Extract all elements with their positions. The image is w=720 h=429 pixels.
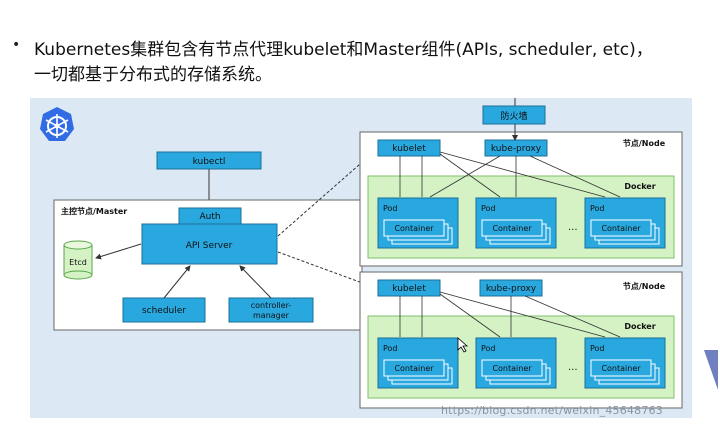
node-1-pod-1-container: Container (394, 224, 434, 233)
node-2-pod-1-container: Container (394, 364, 434, 373)
scheduler-label: scheduler (142, 306, 186, 316)
api-server-label: API Server (186, 241, 233, 251)
description-line-1: Kubernetes集群包含有节点代理kubelet和Master组件(APIs… (34, 40, 653, 60)
controller-label-2: manager (253, 311, 290, 320)
node-2-ellipsis: ... (568, 362, 578, 373)
node-1-kubelet-label: kubelet (392, 144, 426, 154)
node-1-pod-1-label: Pod (383, 204, 398, 213)
node-2-pod-1 (377, 337, 459, 389)
node-2-label: 节点/Node (623, 281, 666, 291)
node-2-pod-3-container: Container (601, 364, 641, 373)
scheduler-box (122, 297, 206, 323)
kubernetes-logo-icon (40, 107, 74, 141)
node-2-pod-3 (584, 337, 666, 389)
node-1-ellipsis: ... (568, 222, 578, 233)
bullet-dot: • (12, 37, 21, 53)
etcd-database-icon (63, 240, 93, 280)
firewall-box (482, 105, 546, 125)
node-1-pod-2-container: Container (492, 224, 532, 233)
api-server-box (141, 223, 278, 265)
node-2-kube-proxy-label: kube-proxy (486, 284, 537, 294)
auth-label: Auth (199, 212, 220, 222)
node-1-pod-2 (475, 197, 557, 249)
kubectl-label: kubectl (193, 157, 226, 167)
description-line-2: 一切都基于分布式的存储系统。 (34, 65, 272, 85)
etcd-label: Etcd (69, 258, 87, 267)
controller-label-1: controller- (251, 301, 292, 310)
node-2-pod-2 (475, 337, 557, 389)
node-1-kubelet-box (377, 139, 441, 157)
node-2-pod-1-label: Pod (383, 344, 398, 353)
side-chevron-icon (704, 350, 718, 390)
controller-manager-box (228, 297, 314, 323)
mouse-cursor-icon (457, 337, 469, 353)
node-2-kubelet-label: kubelet (392, 284, 426, 294)
node-1-pod-3 (584, 197, 666, 249)
node-2-pod-3-label: Pod (590, 344, 605, 353)
firewall-label: 防火墙 (500, 110, 527, 122)
node-1-pod-2-label: Pod (481, 204, 496, 213)
node-1-docker-label: Docker (624, 182, 655, 191)
node-2-pod-2-container: Container (492, 364, 532, 373)
node-2-kubelet-box (377, 279, 441, 297)
node-1-pod-3-label: Pod (590, 204, 605, 213)
watermark-url: https://blog.csdn.net/weixin_45648763 (441, 404, 663, 417)
node-2-pod-2-label: Pod (481, 344, 496, 353)
node-1-pod-3-container: Container (601, 224, 641, 233)
master-label: 主控节点/Master (61, 206, 127, 216)
node-2-docker-label: Docker (624, 322, 655, 331)
node-1-label: 节点/Node (623, 138, 666, 148)
node-1-kube-proxy-label: kube-proxy (491, 144, 542, 154)
kubernetes-architecture-diagram: 防火墙 kubectl 主控节点/Master Auth API Server … (30, 98, 692, 418)
node-1-pod-1 (377, 197, 459, 249)
